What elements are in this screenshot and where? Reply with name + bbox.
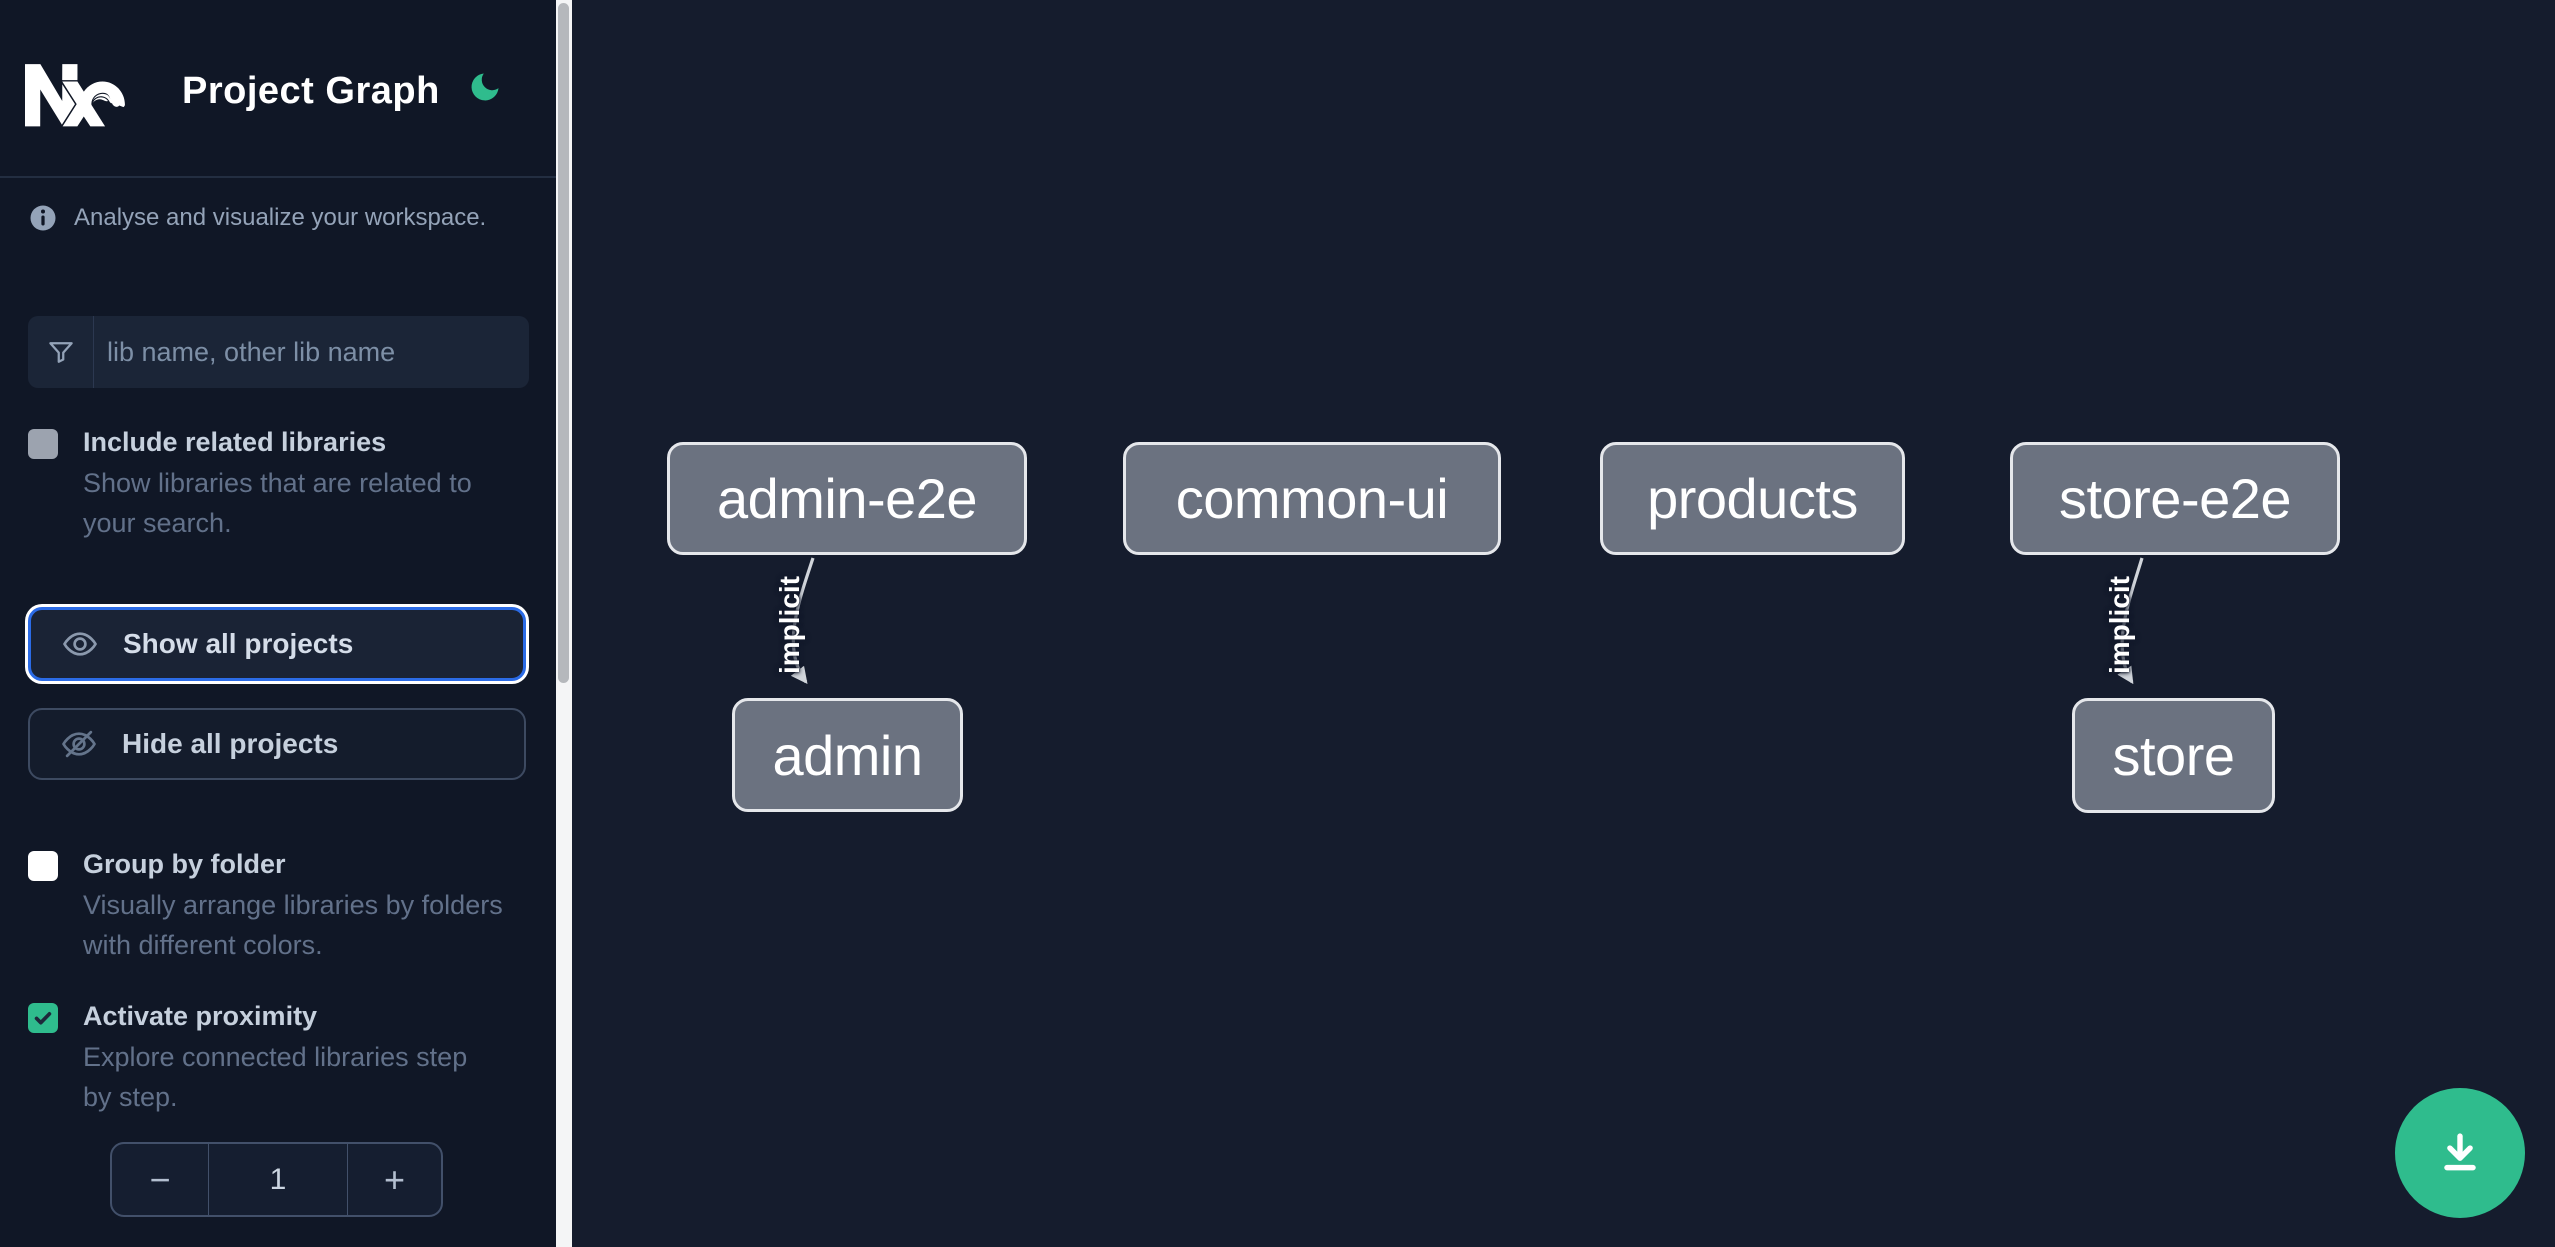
app-title: Project Graph — [182, 70, 440, 112]
graph-canvas[interactable] — [572, 0, 2555, 1247]
sidebar-scrollbar[interactable] — [556, 0, 572, 1247]
group-by-folder-label: Group by folder — [83, 849, 286, 879]
tagline-text: Analyse and visualize your workspace. — [74, 204, 487, 231]
stepper-increment-button[interactable]: + — [348, 1144, 441, 1215]
graph-node-admin[interactable]: admin — [732, 698, 963, 812]
eye-slash-icon — [62, 730, 96, 758]
graph-node-store-e2e[interactable]: store-e2e — [2010, 442, 2340, 555]
graph-node-admin-e2e[interactable]: admin-e2e — [667, 442, 1027, 555]
graph-node-common-ui[interactable]: common-ui — [1123, 442, 1501, 555]
show-all-projects-button[interactable]: Show all projects — [28, 607, 526, 681]
nx-logo — [25, 64, 125, 127]
moon-icon — [471, 73, 499, 100]
graph-node-store[interactable]: store — [2072, 698, 2275, 813]
toggle-activate-proximity: Activate proximity Explore connected lib… — [28, 998, 508, 1117]
activate-proximity-description: Explore connected libraries step by step… — [83, 1042, 468, 1112]
proximity-stepper: − 1 + — [110, 1142, 443, 1217]
search-input[interactable] — [94, 316, 529, 388]
include-related-description: Show libraries that are related to your … — [83, 468, 472, 538]
download-icon — [2444, 1133, 2476, 1171]
include-related-checkbox[interactable] — [28, 429, 58, 459]
theme-toggle[interactable] — [465, 68, 505, 108]
sidebar-header: Project Graph — [0, 0, 556, 178]
search-box — [28, 316, 529, 388]
toggle-group-by-folder: Group by folder Visually arrange librari… — [28, 846, 508, 965]
sidebar: Project Graph Analyse and visualize your… — [0, 0, 556, 1247]
check-icon — [34, 1012, 52, 1025]
sidebar-scrollbar-thumb[interactable] — [558, 3, 569, 683]
include-related-label: Include related libraries — [83, 427, 387, 457]
show-all-projects-label: Show all projects — [123, 628, 354, 659]
hide-all-projects-button[interactable]: Hide all projects — [28, 708, 526, 780]
group-by-folder-checkbox[interactable] — [28, 851, 58, 881]
toggle-include-related: Include related libraries Show libraries… — [28, 424, 508, 543]
stepper-decrement-button[interactable]: − — [112, 1144, 208, 1215]
group-by-folder-description: Visually arrange libraries by folders wi… — [83, 890, 503, 960]
stepper-value: 1 — [208, 1144, 348, 1215]
filter-icon-cell — [28, 316, 94, 388]
download-graph-button[interactable] — [2395, 1088, 2525, 1218]
activate-proximity-label: Activate proximity — [83, 1001, 318, 1031]
eye-icon — [63, 632, 97, 656]
activate-proximity-checkbox[interactable] — [28, 1003, 58, 1033]
graph-node-products[interactable]: products — [1600, 442, 1905, 555]
filter-icon — [48, 342, 73, 363]
info-icon — [30, 205, 56, 231]
tagline-row: Analyse and visualize your workspace. — [28, 203, 528, 233]
hide-all-projects-label: Hide all projects — [122, 728, 339, 759]
